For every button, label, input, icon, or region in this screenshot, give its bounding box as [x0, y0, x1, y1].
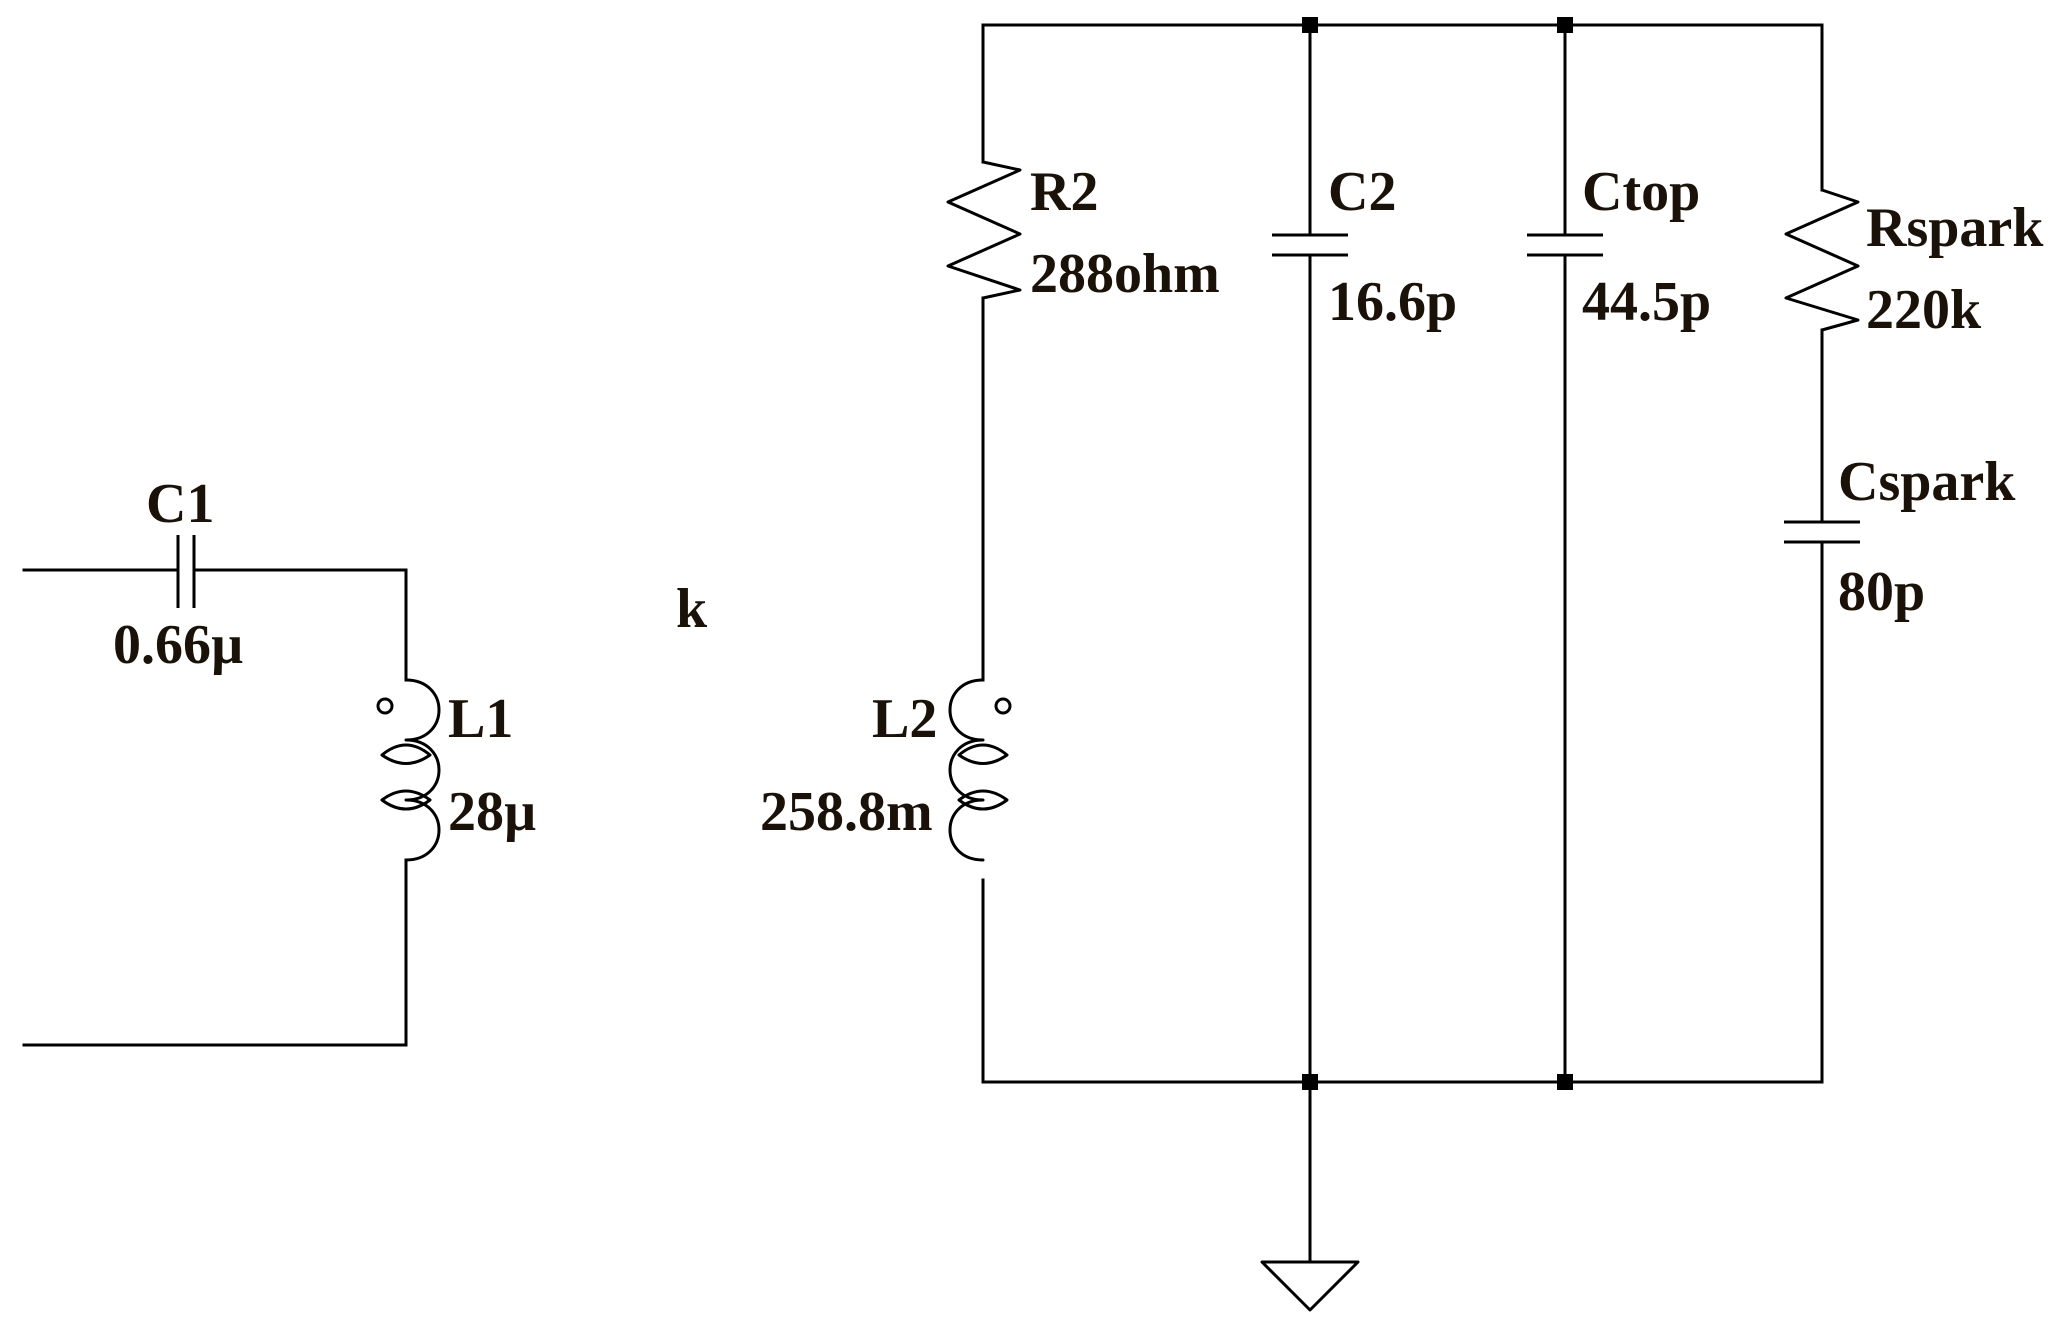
l2-polarity-dot — [994, 697, 1012, 715]
top-rail-wire — [981, 23, 1824, 192]
primary-bottom-wire — [22, 858, 408, 1047]
cspark-value: 80p — [1838, 561, 1925, 623]
ground-symbol[interactable] — [1260, 1260, 1360, 1312]
inductor-l1[interactable] — [376, 678, 441, 862]
l1-polarity-dot — [376, 697, 394, 715]
junction-bottom-ctop — [1557, 1074, 1573, 1090]
ctop-name: Ctop — [1582, 161, 1700, 223]
junction-bottom-c2 — [1302, 1074, 1318, 1090]
c1-value: 0.66µ — [113, 614, 243, 676]
l1-loop-2 — [380, 789, 432, 811]
l1-value: 28µ — [448, 781, 536, 843]
r2-zigzag — [946, 160, 1022, 300]
capacitor-cspark[interactable] — [1784, 520, 1860, 602]
ground-triangle — [1260, 1260, 1360, 1312]
secondary-circuit — [946, 17, 1860, 1312]
l2-name: L2 — [872, 688, 937, 750]
primary-top-wire — [22, 568, 408, 682]
coupling-k-label: k — [676, 578, 708, 640]
l2-loop-1 — [957, 743, 1009, 765]
l1-coil — [404, 678, 441, 862]
l2-value: 258.8m — [760, 781, 933, 843]
c2-name: C2 — [1328, 161, 1396, 223]
junction-top-c2 — [1302, 17, 1318, 33]
capacitor-ctop[interactable] — [1527, 233, 1603, 257]
r2-name: R2 — [1030, 161, 1098, 223]
capacitor-c2[interactable] — [1272, 233, 1348, 257]
l1-loop-1 — [380, 743, 432, 765]
rspark-zigzag — [1784, 188, 1860, 332]
l2-loop-2 — [957, 789, 1009, 811]
l2-coil — [948, 678, 985, 862]
inductor-l2[interactable] — [948, 678, 1012, 862]
rspark-name: Rspark — [1866, 197, 2044, 259]
resistor-r2[interactable] — [946, 160, 1022, 300]
rspark-value: 220k — [1866, 279, 1982, 341]
resistor-rspark[interactable] — [1784, 188, 1860, 332]
cspark-name: Cspark — [1838, 451, 2016, 513]
c1-name: C1 — [146, 473, 214, 535]
primary-circuit — [22, 535, 441, 1047]
ctop-value: 44.5p — [1582, 271, 1711, 333]
bottom-rail-wire — [981, 598, 1824, 1084]
l1-name: L1 — [448, 688, 513, 750]
c2-value: 16.6p — [1328, 271, 1457, 333]
capacitor-c1[interactable] — [176, 535, 196, 608]
junction-top-ctop — [1557, 17, 1573, 33]
r2-value: 288ohm — [1030, 243, 1220, 305]
component-labels: C1 0.66µ L1 28µ k L2 258.8m R2 288ohm C2… — [113, 161, 2044, 843]
